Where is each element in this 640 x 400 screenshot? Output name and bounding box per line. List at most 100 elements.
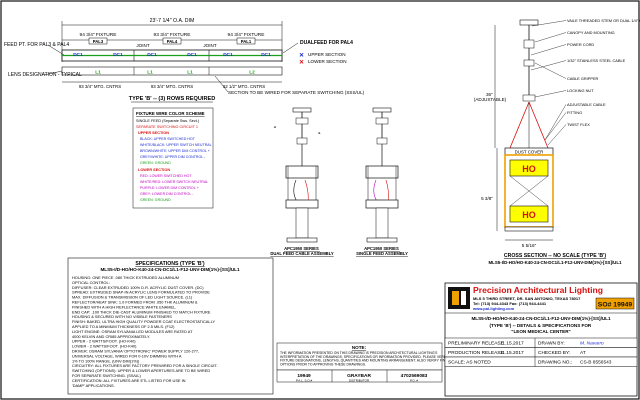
- spec-line: APPLIED TO A MINIMUM THICKNESS OF 2.5 MI…: [72, 324, 175, 329]
- dust-cover-label: DUST COVER: [515, 150, 544, 155]
- specifications-block: SPECIFICATIONS (TYPE 'B') MLS5-I/D-HO/HO…: [67, 257, 274, 395]
- cross-section-callout: CANOPY AND MOUNTING: [567, 30, 615, 35]
- separate-switch-note: SECTION TO BE WIRED FOR SEPARATE SWITCHI…: [228, 90, 365, 95]
- spec-line: DIFFUSER: CLEAR EXTRUDED 100% D.R. ACRYL…: [72, 285, 204, 290]
- pal-logo: [448, 287, 470, 309]
- spec-line: FINISHED WITH A HIGH REFLECTANCE WHITE E…: [72, 304, 176, 309]
- company-name: Precision Architectural Lighting: [473, 285, 603, 295]
- wire-legend-line: GREY/WHITE: UPPER DIM CONTROL -: [140, 155, 206, 159]
- svg-text:✕: ✕: [299, 59, 304, 66]
- company-web: www.pal-lighting.com: [472, 306, 515, 311]
- joint-label-2: JOINT: [203, 43, 216, 48]
- release-date: 11.15.2017: [500, 341, 524, 347]
- spec-lines: HOUSING: ONE PIECE .080 THICK EXTRUDED A…: [72, 275, 218, 388]
- title-field-label: DRAWN BY:: [538, 341, 565, 347]
- fixture-2-id: PAL4: [167, 39, 178, 44]
- wire-legend-line: BLACK: UPPER SWITCHED HOT: [140, 137, 196, 141]
- section-legend: ✕ UPPER SECTION ✕ LOWER SECTION: [299, 52, 347, 66]
- cross-section-callout: 1/32" STAINLESS STEEL CABLE: [567, 58, 626, 63]
- mtg-center: 93 3/4" MTG. CNTRS: [79, 84, 121, 89]
- cross-section-callout: CABLE GRIPPER: [567, 76, 599, 81]
- l-label: L1: [147, 70, 153, 76]
- release-label: PRELIMINARY RELEASE: [448, 341, 504, 347]
- release-label: PRODUCTION RELEASE: [448, 350, 504, 356]
- spec-line: UNIVERSAL VOLTAGE, WIRED FOR 0-10V DIMMI…: [72, 353, 182, 358]
- wire-legend-line: GREEN: GROUND: [140, 198, 171, 202]
- spec-line: OPTICAL CONTROL:: [72, 280, 110, 285]
- svg-text:►: ►: [318, 131, 321, 135]
- dc-label: DC1: [147, 52, 157, 58]
- order-label: DISTRIBUTOR: [349, 378, 370, 382]
- spec-line: FOR SEPARATE SWITCHING. (SS/UL): [72, 373, 142, 378]
- cross-section-callout: TWIST FLEX: [567, 122, 590, 127]
- fixture-1-name: 94 3/4" FIXTURE: [80, 32, 117, 38]
- spec-line: HOUSING & SECURED WITH NO VISIBLE FASTEN…: [72, 314, 172, 319]
- feed-point-label: FEED PT. FOR PAL3 & PAL4: [4, 42, 69, 48]
- ho-upper-label: HO: [522, 164, 536, 174]
- title-field-value: M. Navarro: [580, 341, 604, 347]
- height-dim: 36" (ADJUSTABLE): [474, 92, 507, 102]
- apc2-caption: APC1950 SERIES SINGLE FEED ASSEMBLY: [356, 246, 408, 256]
- spec-line: 4000 KELVIN AND CRI85 APPROXIMATELY.: [72, 334, 150, 339]
- joint-label-1: JOINT: [136, 43, 149, 48]
- wire-legend-line: GREEN: GROUND: [140, 161, 171, 165]
- spec-line: UPPER - 2 WATTS/FOOT. (HO-K40): [72, 339, 136, 344]
- cross-section-callout: FITTING: [567, 110, 582, 115]
- wire-legend-title: FIXTURE WIRE COLOR SCHEME: [136, 111, 205, 116]
- order-label: P.A.L. S.O.#: [296, 378, 313, 382]
- spec-line: DRIVER: OSRAM SYLVANIA 'OPTOTRONIC' POWE…: [72, 349, 199, 354]
- company-phone: Tel: (713) 944-4343 Fax: (713) 944-4441: [473, 301, 547, 306]
- title-field-label: CHECKED BY:: [538, 350, 570, 356]
- spec-line: SPREAD: EXTRUDED SNAP-IN ACRYLIC LENS FO…: [72, 290, 210, 295]
- ho-lower-module: [509, 205, 549, 223]
- wire-legend-line: SEPARATE SWITCHING CIRCUIT 1: [136, 125, 198, 129]
- distributor: GRAYBAR: [347, 373, 371, 379]
- spec-line: LIGHT ENGINE: OSRAM SYLVANIA LED MODULES…: [72, 329, 193, 334]
- spec-line: 1% TO 100% RANGE. (UNV-DIM(1%)): [72, 358, 140, 363]
- fixture-3-name: 94 3/4" FIXTURE: [228, 32, 265, 38]
- legend-lower: LOWER SECTION: [308, 59, 347, 64]
- wire-legend-line: BROWN/WHITE: UPPER DIM CONTROL +: [140, 149, 210, 153]
- width-dim: 5 5/16": [522, 243, 537, 248]
- fixture-3-id: PAL1: [241, 39, 252, 44]
- wire-legend-line: PURPLE: LOWER DIM CONTROL +: [140, 186, 199, 190]
- dc-label: DC1: [73, 52, 83, 58]
- mtg-center: 92 1/2" MTG. CNTRS: [223, 84, 265, 89]
- cross-section: DUST COVER HO HO 36" (ADJUSTABLE) 5 3/8"…: [474, 18, 640, 265]
- po-number: 4702569083: [401, 373, 428, 379]
- cross-section-title: CROSS SECTION -- NO SCALE (TYPE 'B'): [504, 253, 606, 259]
- cross-section-model: MLS5-I/D-HO/HO-K40-24-CN-DC1/L1-F12-UNV-…: [489, 260, 623, 265]
- note-title: NOTE:: [352, 345, 367, 350]
- ho-lower-label: HO: [522, 210, 536, 220]
- dual-feed-assembly: ◄ ► APC1950 SERIES DUAL FEED CABLE ASSEM…: [270, 107, 334, 256]
- side-dim: 5 3/8": [481, 196, 493, 201]
- spec-line: FINISH: BAKED, ULTRA HIGH QUALITY POWDER…: [72, 319, 215, 324]
- wire-legend-line: UPPER SECTION: [138, 131, 169, 135]
- svg-text:✕: ✕: [299, 52, 304, 59]
- wire-color-legend: FIXTURE WIRE COLOR SCHEME SINGLE FEED (S…: [132, 107, 214, 209]
- wire-legend-line: SINGLE FEED (Separate Sws. Sect.): [136, 119, 200, 123]
- spec-line: REFLECTOR/HEAT SINK: 1.0 FORMED FROM .05…: [72, 300, 198, 305]
- order-row: 19949 GRAYBAR 4702569083 P.A.L. S.O.# DI…: [276, 369, 443, 382]
- l-label: L1: [95, 70, 101, 76]
- single-feed-assembly: APC1950 SERIES SINGLE FEED ASSEMBLY: [356, 107, 408, 256]
- spec-line: HOUSING: ONE PIECE .080 THICK EXTRUDED A…: [72, 275, 179, 280]
- rows-caption: TYPE 'B' -- (3) ROWS REQUIRED: [129, 96, 216, 102]
- spec-line: MAX. DIFFUSION & TRANSMISSION OF LED LIG…: [72, 295, 193, 300]
- title-field-value: AT: [580, 350, 586, 356]
- dc-label: DC1: [261, 52, 271, 58]
- spec-line: SWITCHING (OPTIONS): UPPER & LOWER APERT…: [72, 368, 210, 373]
- top-elevation: 23'-7 1/4" O.A. DIM 94 3/4" FIXTURE 93 3…: [4, 18, 365, 103]
- spec-line: LOWER - 2 WATTS/FOOT. (HO-K40): [72, 344, 137, 349]
- cross-section-callout: POWER CORD: [567, 42, 594, 47]
- cross-section-callout: LOCKING NUT: [567, 88, 594, 93]
- title-field-label: DRAWING NO.:: [538, 360, 572, 366]
- title-block: Precision Architectural Lighting MLS 5 T…: [444, 282, 638, 397]
- spec-line: CIRCUITRY: ALL FIXTURES ARE FACTORY PREW…: [72, 363, 218, 368]
- so-number: 19949: [297, 373, 311, 379]
- l-label: L1: [187, 70, 193, 76]
- note-block: NOTE: THE INFORMATION PRESENTED ON THIS …: [276, 342, 464, 371]
- wire-legend-line: WHITE/BLACK: UPPER SWITCH NEUTRAL: [140, 143, 212, 147]
